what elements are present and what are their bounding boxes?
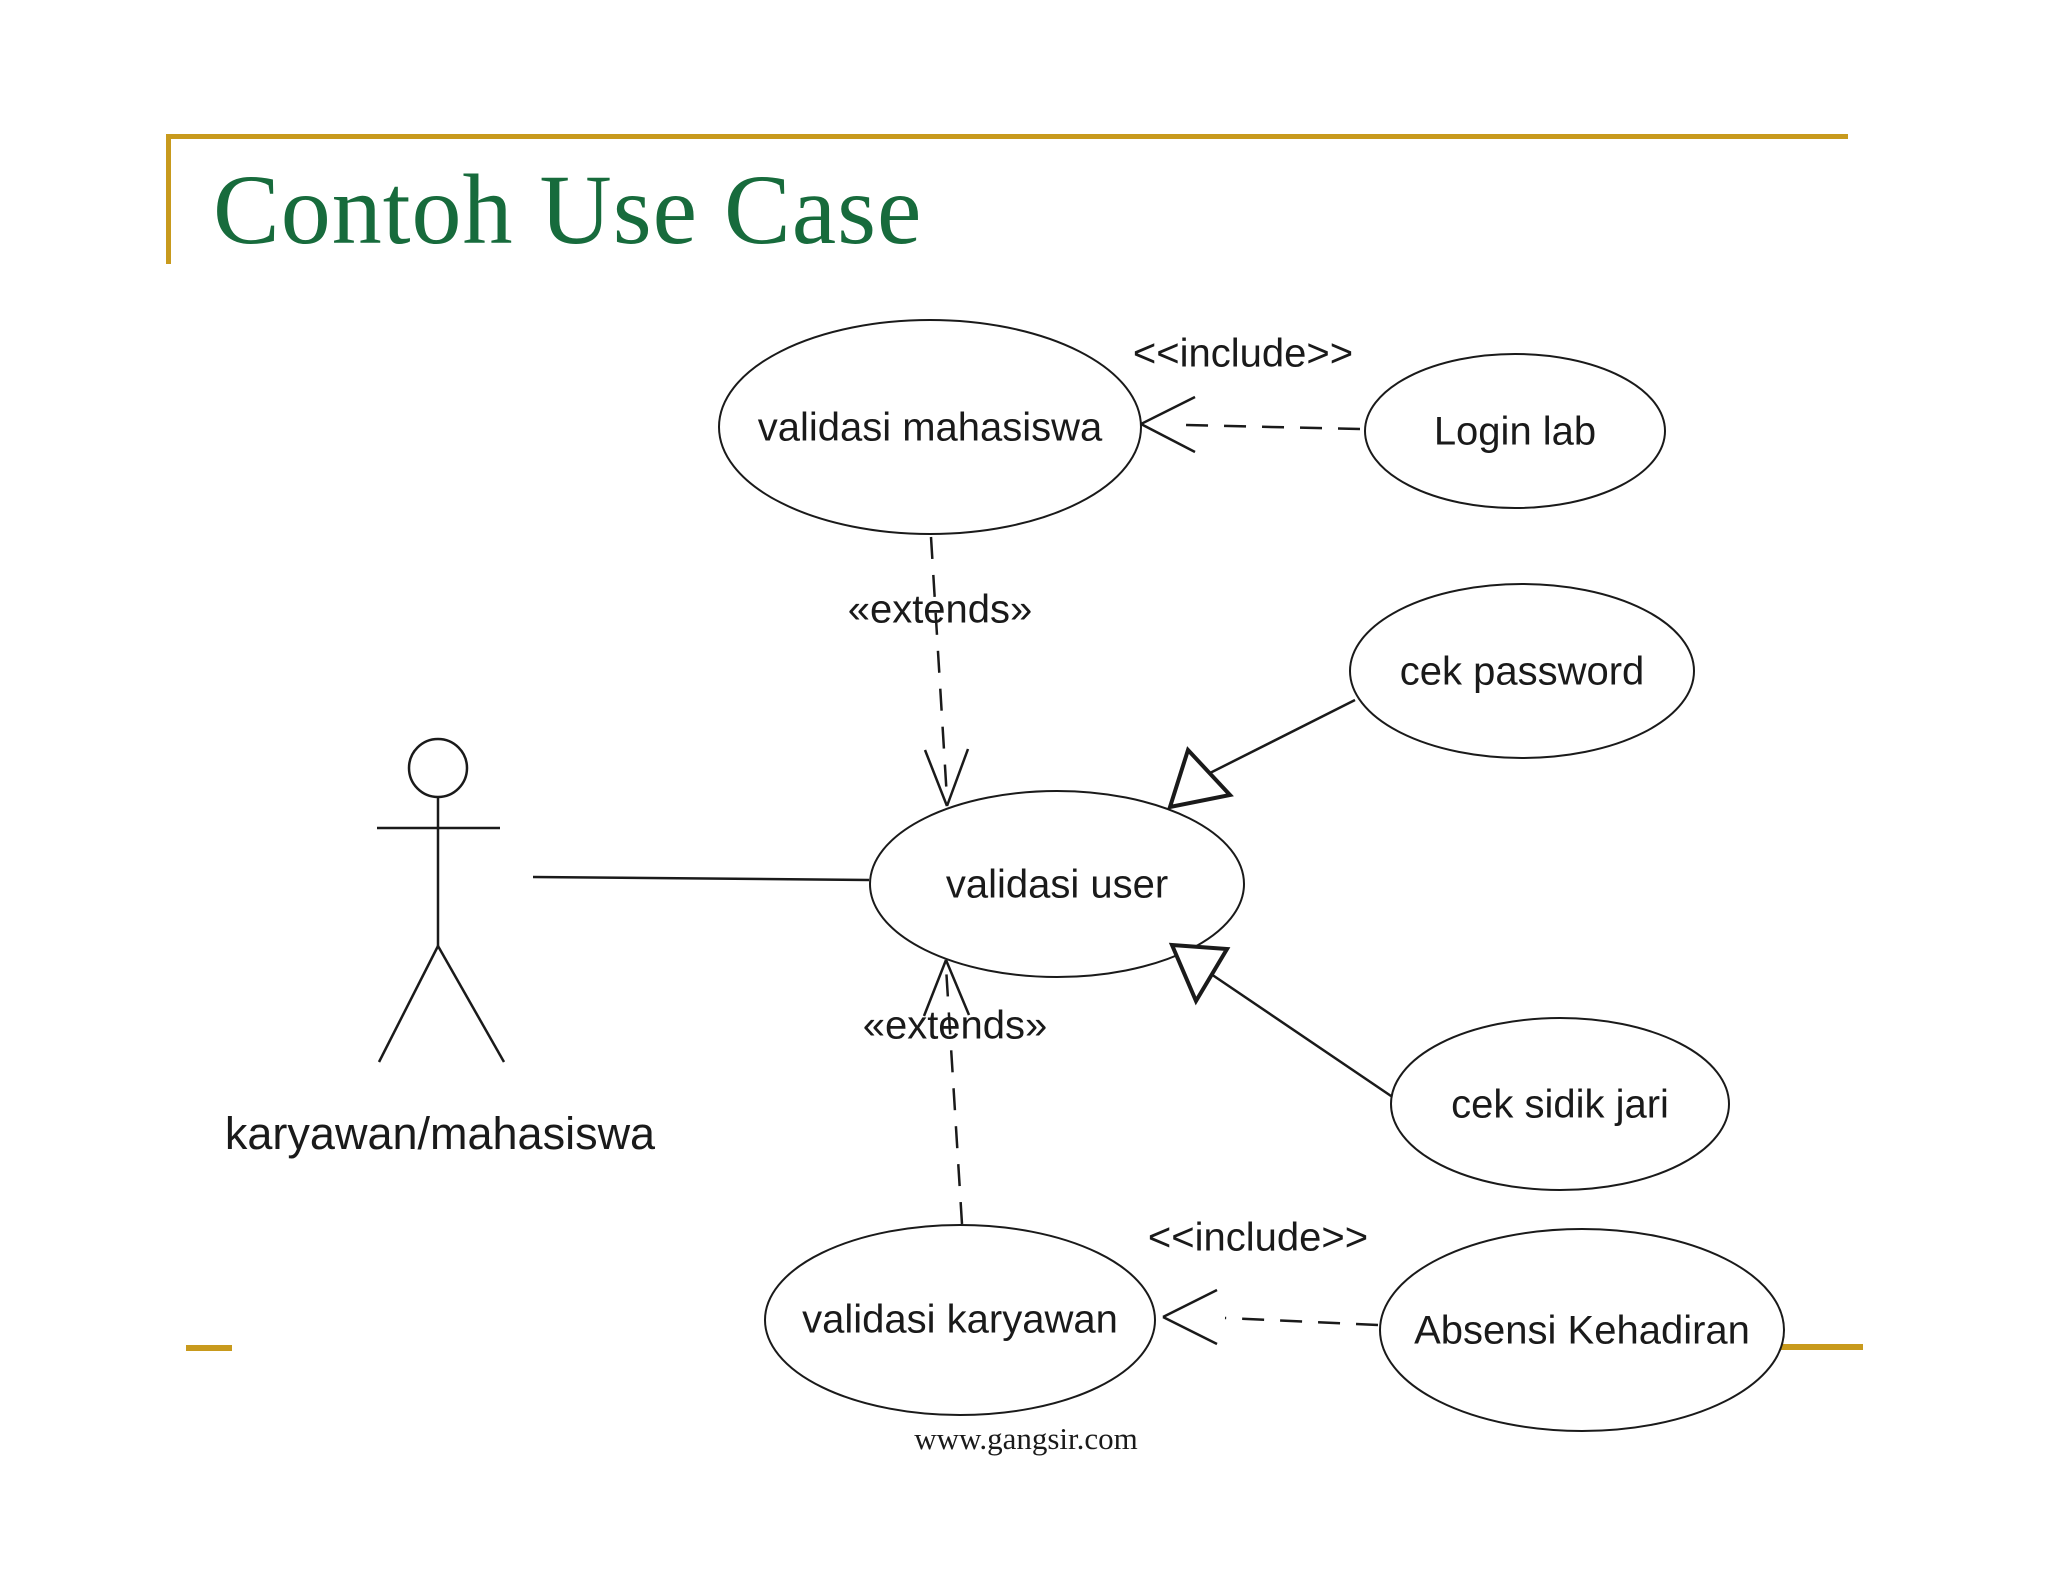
- extends-label-top: «extends»: [848, 588, 1033, 632]
- include-arrow-top-barb-upper: [1140, 395, 1196, 426]
- extends-arrow-bottom-line: [944, 966, 964, 1225]
- actor-head: [407, 737, 469, 799]
- association-line-actor: [532, 875, 870, 882]
- usecase-absensi-kehadiran-label: Absensi Kehadiran: [1414, 1309, 1750, 1353]
- usecase-validasi-karyawan: [764, 1224, 1156, 1416]
- extends-arrow-bottom: [922, 959, 971, 1225]
- actor-figure: [377, 737, 506, 1063]
- generalization-triangle-cek-password: [1167, 746, 1234, 810]
- actor-leg-right: [436, 945, 506, 1063]
- usecase-validasi-mahasiswa: [718, 319, 1142, 535]
- extends-arrow-top: [923, 536, 970, 807]
- usecase-validasi-mahasiswa-label: validasi mahasiswa: [758, 406, 1103, 450]
- extends-arrow-top-line: [929, 536, 949, 800]
- accent-line-left: [166, 134, 171, 264]
- include-arrow-top-barb-lower: [1140, 422, 1196, 454]
- generalization-line-cek-password: [1209, 698, 1356, 775]
- usecase-validasi-user-label: validasi user: [946, 863, 1168, 907]
- page-title: Contoh Use Case: [213, 154, 923, 265]
- usecase-login-lab-label: Login lab: [1434, 410, 1596, 454]
- usecase-cek-sidik-jari-label: cek sidik jari: [1451, 1083, 1669, 1127]
- extends-arrow-bottom-barb-left: [922, 959, 948, 1017]
- usecase-validasi-user: [869, 790, 1245, 978]
- include-arrow-top: [1140, 395, 1361, 454]
- accent-line-bottom-right: [1772, 1344, 1863, 1350]
- usecase-login-lab: [1364, 353, 1666, 509]
- include-arrow-bottom-barb-lower: [1162, 1315, 1218, 1346]
- include-label-top: <<include>>: [1133, 332, 1353, 376]
- include-arrow-top-line: [1184, 423, 1361, 431]
- accent-line-bottom-left: [186, 1345, 232, 1351]
- usecase-cek-password-label: cek password: [1400, 650, 1645, 694]
- actor-leg-left: [377, 945, 440, 1063]
- extends-arrow-top-barb-right: [945, 748, 970, 807]
- include-arrow-bottom-barb-upper: [1162, 1288, 1218, 1319]
- actor-label: karyawan/mahasiswa: [225, 1108, 656, 1159]
- extends-label-bottom: «extends»: [863, 1004, 1048, 1048]
- generalization-triangle-cek-sidik-jari: [1168, 942, 1231, 1006]
- include-arrow-bottom-line: [1224, 1316, 1379, 1327]
- accent-line-top: [168, 134, 1848, 139]
- extends-arrow-bottom-barb-right: [944, 959, 971, 1016]
- footer-url: www.gangsir.com: [914, 1421, 1138, 1456]
- include-arrow-bottom: [1162, 1288, 1379, 1346]
- usecase-cek-password: [1349, 583, 1695, 759]
- include-label-bottom: <<include>>: [1148, 1216, 1368, 1260]
- generalization-line-cek-sidik-jari: [1210, 972, 1395, 1100]
- usecase-absensi-kehadiran: [1379, 1228, 1785, 1432]
- usecase-validasi-karyawan-label: validasi karyawan: [802, 1298, 1118, 1342]
- extends-arrow-top-barb-left: [923, 749, 949, 807]
- usecase-cek-sidik-jari: [1390, 1017, 1730, 1191]
